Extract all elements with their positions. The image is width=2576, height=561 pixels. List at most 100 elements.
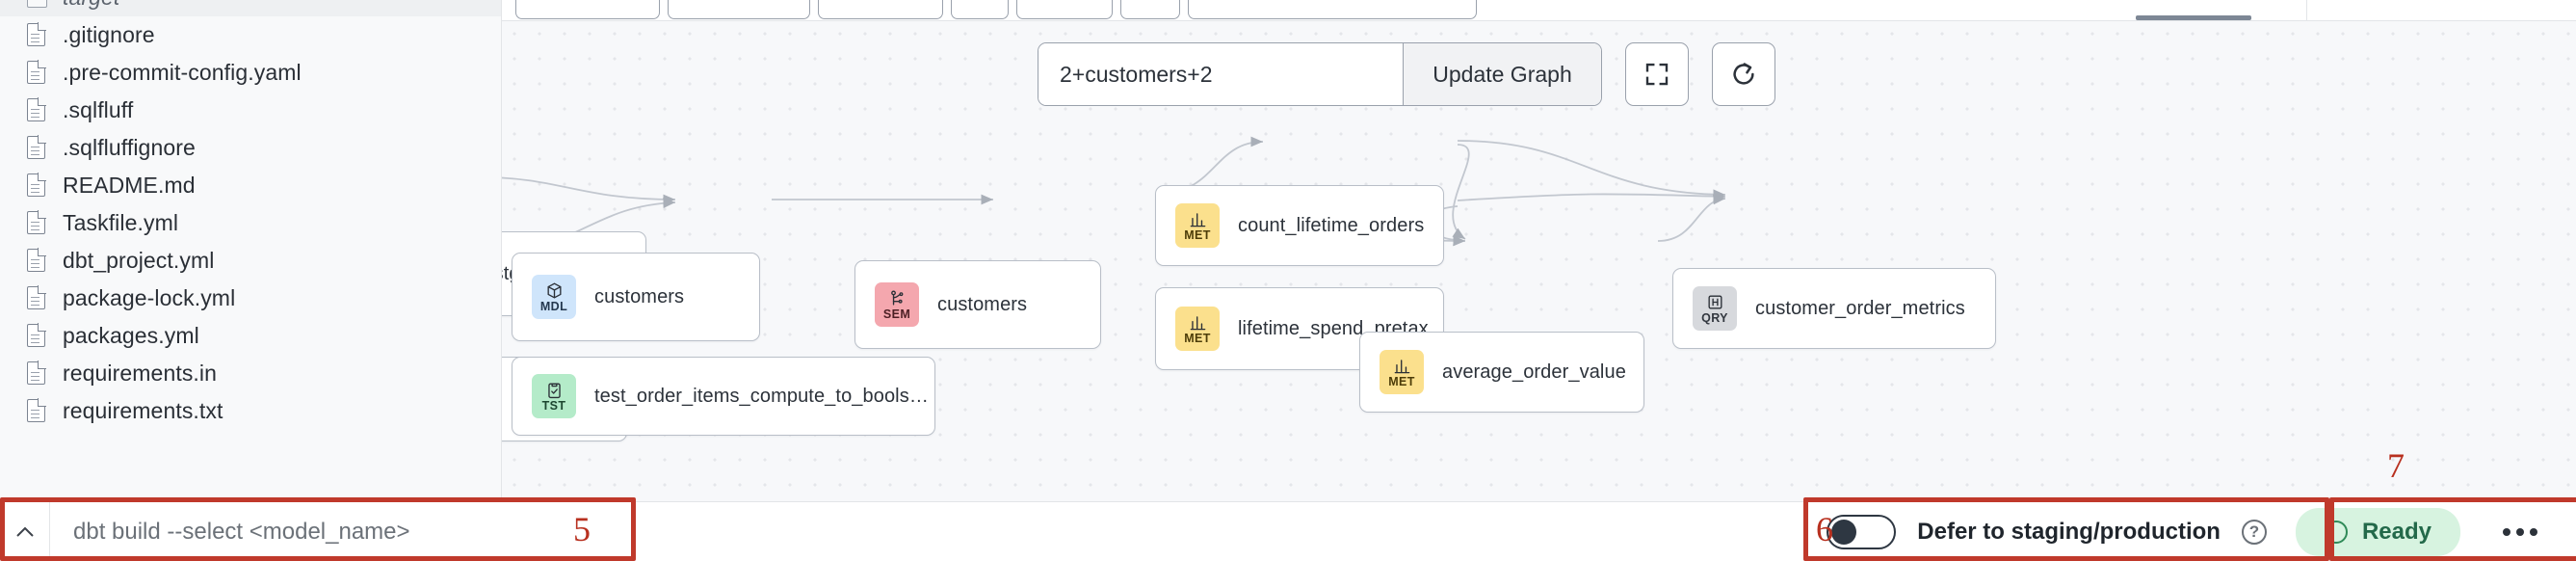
bar-chart-icon: MET [1380,350,1424,394]
file-tree-item[interactable]: .sqlfluff [0,92,501,129]
file-tree-item-label: dbt_project.yml [63,248,215,273]
file-tree-item[interactable]: .sqlfluffignore [0,129,501,167]
lineage-node-label: customers [594,285,685,307]
defer-toggle-knob [1831,519,1857,545]
lineage-node-label: customer_order_metrics [1755,297,1965,319]
bottom-command-bar: Defer to staging/production ? Ready [0,501,2576,561]
tab-stub[interactable] [1016,0,1113,19]
file-tree-item[interactable]: Taskfile.yml [0,204,501,242]
file-icon [27,284,48,311]
node-kind-label: SEM [882,307,911,321]
tab-stub[interactable] [515,0,660,19]
graph-search-group: Update Graph [1038,42,1602,106]
file-tree-item[interactable]: requirements.in [0,355,501,392]
file-tree-item-label: requirements.in [63,361,218,386]
file-tree-item-label: Taskfile.yml [63,210,179,235]
lineage-node-label: count_lifetime_orders [1238,214,1425,236]
active-tab-indicator [2136,15,2251,20]
node-kind-label: QRY [1701,310,1728,325]
more-horizontal-icon [2516,527,2524,536]
status-circle-icon [2324,520,2348,544]
lineage-node-label: test_order_items_compute_to_bools… [594,385,929,407]
fullscreen-button[interactable] [1625,42,1689,106]
tab-strip-divider [2306,0,2307,20]
file-icon [27,397,48,424]
tab-stub[interactable] [951,0,1009,19]
graph-toolbar: Update Graph [1038,42,1775,106]
semantic-node-icon: SEM [875,282,919,327]
lineage-node-average_order_value[interactable]: MET average_order_value [1359,332,1644,413]
tab-stub[interactable] [1188,0,1477,19]
file-tree-item-label: packages.yml [63,323,199,348]
status-badge[interactable]: Ready [2295,507,2460,556]
lineage-node-customers_sem[interactable]: SEM customers [854,260,1101,349]
file-tree-item[interactable]: .pre-commit-config.yaml [0,54,501,92]
chevron-up-icon [15,526,34,537]
file-tree-item[interactable]: package-lock.yml [0,280,501,317]
more-options-button[interactable] [2485,507,2555,557]
file-tree-item[interactable]: target [0,0,501,16]
clipboard-check-icon: TST [532,374,576,418]
update-graph-button[interactable]: Update Graph [1403,43,1601,105]
file-tree-item[interactable]: packages.yml [0,317,501,355]
refresh-icon [1733,63,1754,85]
file-tree-item[interactable]: dbt_project.yml [0,242,501,280]
node-kind-label: MET [1388,374,1415,388]
dbt-command-input[interactable] [50,501,590,561]
tab-stub[interactable] [818,0,943,19]
lineage-node-customer_order_metrics[interactable]: QRY customer_order_metrics [1672,268,1996,349]
lineage-graph-canvas[interactable]: stg_customersordersMDLcustomersTSTtest_o… [502,21,2576,501]
file-tree-item-label: .sqlfluffignore [63,135,196,160]
file-icon [27,96,48,123]
lineage-node-customers_mdl[interactable]: MDL customers [512,253,760,341]
tab-stub[interactable] [668,0,810,19]
file-icon [27,209,48,236]
cube-icon: MDL [532,275,576,319]
tab-stub[interactable] [1120,0,1180,19]
more-horizontal-icon [2503,527,2510,536]
lineage-node-count_lifetime_orders[interactable]: MET count_lifetime_orders [1155,185,1444,266]
lineage-node-label: average_order_value [1442,361,1626,383]
tab-stub-row [502,0,2576,20]
file-tree: target .gitignore .pre-commit-config.yaml.… [0,0,501,430]
file-tree-item-label: package-lock.yml [63,285,236,310]
node-kind-label: MDL [539,299,568,313]
bar-chart-icon: MET [1175,307,1220,351]
file-icon [27,59,48,86]
lineage-node-test_order_items[interactable]: TST test_order_items_compute_to_bools… [512,357,935,436]
defer-control-group: Defer to staging/production ? [1827,514,2296,549]
file-tree-item-label: .pre-commit-config.yaml [63,60,302,85]
query-icon: QRY [1693,286,1737,331]
help-circle-icon[interactable]: ? [2241,519,2267,545]
status-badge-label: Ready [2361,518,2431,545]
editor-tab-strip[interactable] [502,0,2576,21]
file-icon [27,247,48,274]
file-tree-item-label: .gitignore [63,22,155,47]
command-input-group [0,501,590,561]
defer-toggle[interactable] [1827,514,1897,549]
file-icon [27,322,48,349]
fullscreen-icon [1645,63,1669,86]
file-icon [27,21,48,48]
node-kind-label: MET [1184,227,1211,242]
file-tree-item[interactable]: requirements.txt [0,392,501,430]
folder-icon [27,0,48,11]
bar-chart-icon: MET [1175,203,1220,248]
file-tree-item-label: README.md [63,173,196,198]
graph-selector-input[interactable] [1038,43,1403,105]
file-icon [27,172,48,199]
refresh-graph-button[interactable] [1712,42,1775,106]
node-kind-label: TST [541,398,566,413]
file-tree-item[interactable]: README.md [0,167,501,204]
file-tree-item[interactable]: .gitignore [0,16,501,54]
file-tree-item-label: requirements.txt [63,398,223,423]
file-icon [27,134,48,161]
file-icon [27,360,48,387]
expand-console-button[interactable] [0,501,50,561]
file-explorer-panel[interactable]: target .gitignore .pre-commit-config.yaml.… [0,0,502,501]
file-tree-item-label: .sqlfluff [63,97,134,122]
node-kind-label: MET [1184,331,1211,345]
file-tree-item-label: target [63,0,119,11]
lineage-node-label: customers [937,293,1028,315]
